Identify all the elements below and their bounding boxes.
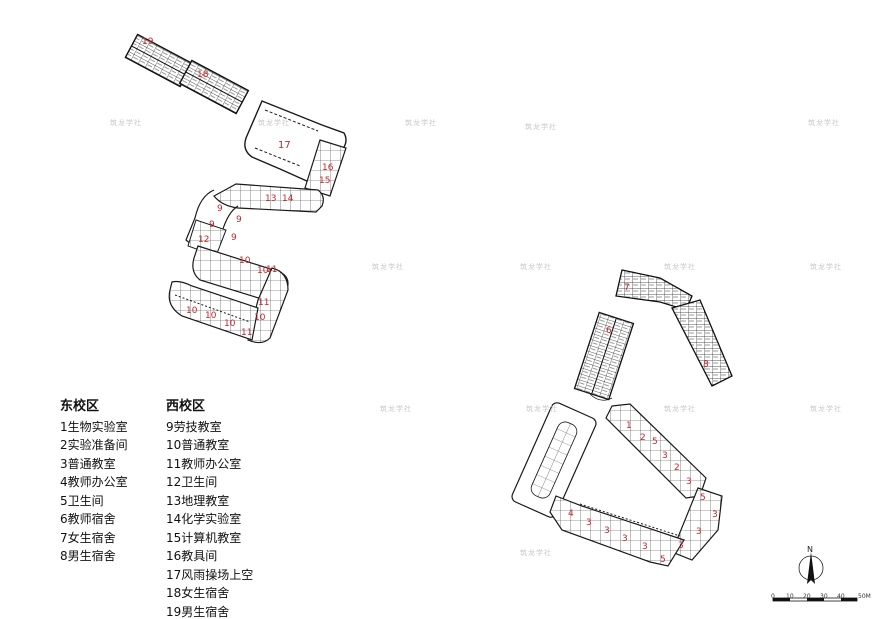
plan-label: 16 bbox=[322, 163, 334, 173]
plan-label: 10 bbox=[257, 266, 269, 276]
plan-label: 13 bbox=[265, 194, 276, 204]
plan-label: 9 bbox=[217, 204, 223, 214]
plan-label: 3 bbox=[696, 527, 702, 537]
north-arrow-icon bbox=[798, 552, 824, 584]
plan-label: 3 bbox=[686, 477, 692, 487]
plan-label: 3 bbox=[586, 518, 592, 528]
watermark: 筑龙学社 bbox=[520, 263, 552, 271]
plan-label: 2 bbox=[640, 433, 646, 443]
plan-label: 10 bbox=[254, 313, 266, 323]
plan-label: 15 bbox=[319, 176, 330, 186]
legend-item: 2实验准备间 bbox=[60, 438, 128, 452]
plan-label: 1 bbox=[626, 421, 632, 431]
legend-item: 18女生宿舍 bbox=[166, 586, 230, 600]
legend-item: 14化学实验室 bbox=[166, 512, 242, 526]
watermark: 筑龙学社 bbox=[520, 549, 552, 557]
scale-bar bbox=[772, 597, 858, 602]
plan-label: 9 bbox=[209, 220, 215, 230]
scale-tick-label: 40 bbox=[837, 593, 845, 600]
scale-tick-label: 0 bbox=[771, 593, 775, 600]
legend-item: 6教师宿舍 bbox=[60, 512, 116, 526]
plan-label: 11 bbox=[258, 298, 269, 308]
legend-item: 5卫生间 bbox=[60, 493, 104, 508]
plan-label: 9 bbox=[231, 233, 237, 243]
plan-label: 10 bbox=[239, 256, 251, 266]
east-room-labels: 7 6 8 1 2 5 3 2 3 5 3 4 3 3 3 3 5 3 3 bbox=[568, 283, 718, 565]
watermark: 筑龙学社 bbox=[526, 405, 558, 413]
gym-17-outline bbox=[244, 100, 347, 187]
plan-label: 3 bbox=[678, 541, 684, 551]
watermark: 筑龙学社 bbox=[810, 263, 842, 271]
plan-label: 12 bbox=[198, 235, 209, 245]
legend-item: 1生物实验室 bbox=[60, 419, 128, 434]
plan-label: 3 bbox=[622, 534, 628, 544]
legend-item: 13地理教室 bbox=[166, 493, 230, 508]
scale-tick-label: 10 bbox=[786, 593, 794, 600]
legend-west: 西校区 9劳技教室 10普通教室 11教师办公室 12卫生间 13地理教室 14… bbox=[166, 398, 253, 619]
plan-label: 5 bbox=[652, 437, 658, 447]
legend-item: 10普通教室 bbox=[166, 438, 230, 452]
plan-label: 10 bbox=[224, 319, 236, 329]
watermark: 筑龙学社 bbox=[405, 119, 437, 127]
plan-label: 6 bbox=[606, 326, 612, 336]
dorm-block-18 bbox=[178, 59, 250, 115]
plan-label: 14 bbox=[282, 194, 294, 204]
legend-item: 11教师办公室 bbox=[166, 456, 242, 471]
plan-label: 18 bbox=[197, 70, 209, 80]
watermark: 筑龙学社 bbox=[258, 119, 290, 127]
scale-unit-label: 50M bbox=[858, 593, 871, 600]
west-room-labels: 19 18 17 16 15 14 13 9 9 9 9 12 10 10 11… bbox=[142, 37, 334, 338]
legend-west-title: 西校区 bbox=[166, 399, 206, 414]
plan-label: 4 bbox=[568, 509, 574, 519]
west-campus-plan bbox=[124, 33, 347, 344]
legend-item: 19男生宿舍 bbox=[166, 604, 230, 619]
watermark: 筑龙学社 bbox=[664, 405, 696, 413]
plan-label: 17 bbox=[278, 140, 291, 151]
watermark: 筑龙学社 bbox=[380, 405, 412, 413]
scale-tick-label: 20 bbox=[803, 593, 811, 600]
plan-label: 5 bbox=[700, 493, 706, 503]
plan-label: 3 bbox=[662, 451, 668, 461]
plan-label: 2 bbox=[674, 463, 680, 473]
watermark: 筑龙学社 bbox=[525, 123, 557, 131]
east-campus-plan bbox=[511, 269, 733, 567]
watermark: 筑龙学社 bbox=[664, 263, 696, 271]
legend-item: 7女生宿舍 bbox=[60, 530, 116, 545]
watermark: 筑龙学社 bbox=[110, 119, 142, 127]
plan-label: 3 bbox=[642, 542, 648, 552]
plan-label: 11 bbox=[241, 328, 252, 338]
plan-label: 7 bbox=[624, 283, 630, 293]
watermark: 筑龙学社 bbox=[810, 405, 842, 413]
legend-east: 东校区 1生物实验室 2实验准备间 3普通教室 4教师办公室 5卫生间 6教师宿… bbox=[60, 398, 128, 566]
plan-label: 9 bbox=[236, 215, 242, 225]
legend-item: 3普通教室 bbox=[60, 456, 116, 471]
plan-label: 8 bbox=[703, 360, 709, 370]
plan-label: 3 bbox=[604, 526, 610, 536]
north-label: N bbox=[807, 545, 813, 554]
legend-east-title: 东校区 bbox=[60, 399, 100, 414]
plan-label: 10 bbox=[205, 311, 217, 321]
scale-tick-label: 30 bbox=[820, 593, 828, 600]
watermark: 筑龙学社 bbox=[372, 263, 404, 271]
watermark: 筑龙学社 bbox=[808, 119, 840, 127]
legend-item: 8男生宿舍 bbox=[60, 549, 116, 563]
legend-item: 17风雨操场上空 bbox=[166, 567, 254, 582]
legend-item: 16教具间 bbox=[166, 549, 218, 563]
legend-item: 12卫生间 bbox=[166, 475, 218, 489]
plan-label: 10 bbox=[186, 306, 198, 316]
legend-item: 4教师办公室 bbox=[60, 475, 128, 489]
plan-label: 11 bbox=[266, 265, 277, 275]
plan-label: 5 bbox=[660, 555, 666, 565]
legend-item: 15计算机教室 bbox=[166, 530, 242, 545]
plan-label: 19 bbox=[142, 37, 154, 47]
legend-item: 9劳技教室 bbox=[166, 419, 222, 434]
plan-label: 3 bbox=[712, 510, 718, 520]
